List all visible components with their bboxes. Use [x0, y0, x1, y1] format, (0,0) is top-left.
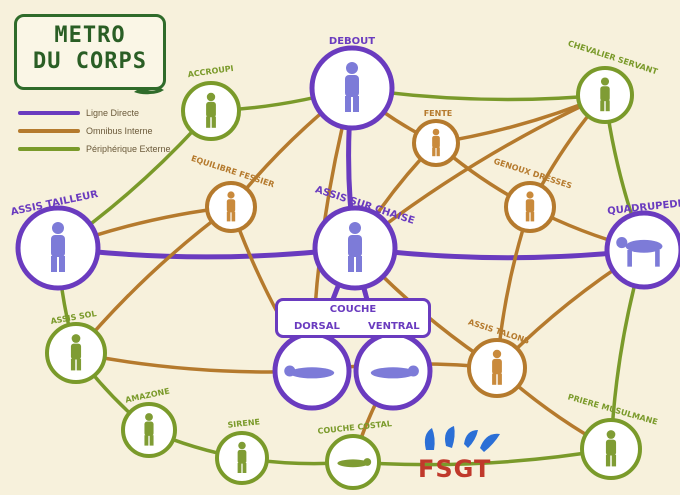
station-label-debout: DEBOUT	[329, 36, 375, 47]
station-label-amazone: AMAZONE	[124, 386, 170, 404]
station-quadrupedie[interactable]	[604, 210, 680, 290]
pose-figure-icon-debout	[345, 62, 359, 112]
legend: Ligne Directe Omnibus Interne Périphériq…	[18, 104, 171, 158]
line-couche-costal-priere	[351, 447, 613, 467]
pose-figure-icon-sirene	[237, 441, 247, 473]
station-nodes	[15, 45, 680, 490]
station-ventral[interactable]	[353, 331, 433, 411]
station-fente[interactable]	[412, 119, 460, 167]
station-chevalier[interactable]	[576, 66, 634, 124]
title-line-2: DU CORPS	[33, 49, 147, 74]
couche-station-box: COUCHE DORSAL VENTRAL	[275, 298, 431, 338]
station-amazone[interactable]	[121, 402, 177, 458]
pose-figure-icon-assis-tailleur	[51, 222, 65, 272]
legend-label-omnibus: Omnibus Interne	[86, 126, 153, 136]
legend-swatch-omnibus	[18, 129, 80, 133]
pose-figure-icon-chevalier	[600, 77, 610, 112]
couche-title: COUCHE	[329, 304, 377, 315]
station-dorsal[interactable]	[272, 331, 352, 411]
pose-figure-icon-priere	[605, 430, 617, 467]
station-sirene[interactable]	[215, 431, 269, 485]
title-line-1: METRO	[54, 23, 126, 48]
line-assis-tailleur-assis-chaise	[55, 245, 358, 260]
station-assis-tailleur[interactable]	[15, 205, 101, 291]
pose-figure-icon-ventral	[370, 365, 419, 379]
station-priere[interactable]	[580, 418, 642, 480]
station-genoux[interactable]	[504, 181, 556, 233]
station-debout[interactable]	[309, 45, 395, 131]
station-label-couche-costal: COUCHE COSTAL	[317, 419, 392, 436]
legend-swatch-direct	[18, 111, 80, 115]
legend-label-direct: Ligne Directe	[86, 108, 140, 118]
pose-figure-icon-assis-sol	[70, 334, 82, 371]
legend-row-peripherique: Périphérique Externe	[18, 140, 171, 158]
title-panel: METRO DU CORPS	[14, 14, 166, 90]
couche-dorsal-label: DORSAL	[294, 321, 340, 332]
legend-label-peripherique: Périphérique Externe	[86, 144, 171, 154]
pose-figure-icon-dorsal	[284, 365, 335, 379]
station-label-accroupi: ACCROUPI	[187, 64, 234, 79]
station-label-sirene: SIRENE	[227, 417, 260, 429]
pose-figure-icon-fente	[432, 128, 440, 157]
legend-row-direct: Ligne Directe	[18, 104, 171, 122]
legend-row-omnibus: Omnibus Interne	[18, 122, 171, 140]
legend-swatch-peripherique	[18, 147, 80, 151]
station-assis-chaise[interactable]	[312, 205, 398, 291]
fsgt-logo-icon	[424, 426, 500, 452]
line-assis-chaise-quadrupedie	[352, 245, 647, 261]
pose-figure-icon-amazone	[144, 413, 154, 446]
pose-figure-icon-couche-costal	[337, 458, 372, 468]
pose-figure-icon-assis-chaise	[348, 222, 362, 272]
station-label-fente: FENTE	[424, 109, 453, 118]
station-equilibre[interactable]	[205, 181, 257, 233]
station-assis-talons[interactable]	[467, 338, 527, 398]
pose-figure-icon-accroupi	[206, 92, 216, 128]
station-accroupi[interactable]	[181, 81, 241, 141]
station-assis-sol[interactable]	[45, 322, 107, 384]
pose-figure-icon-genoux	[525, 191, 535, 222]
pose-figure-icon-equilibre	[226, 191, 236, 222]
line-equilibre-assis-sol	[74, 205, 233, 355]
pose-figure-icon-quadrupedie	[616, 237, 663, 267]
pose-figure-icon-assis-talons	[492, 349, 502, 385]
lizard-icon	[134, 88, 164, 95]
station-couche-costal[interactable]	[325, 434, 381, 490]
couche-ventral-label: VENTRAL	[368, 321, 420, 332]
fsgt-logo-text: FSGT	[418, 455, 492, 483]
